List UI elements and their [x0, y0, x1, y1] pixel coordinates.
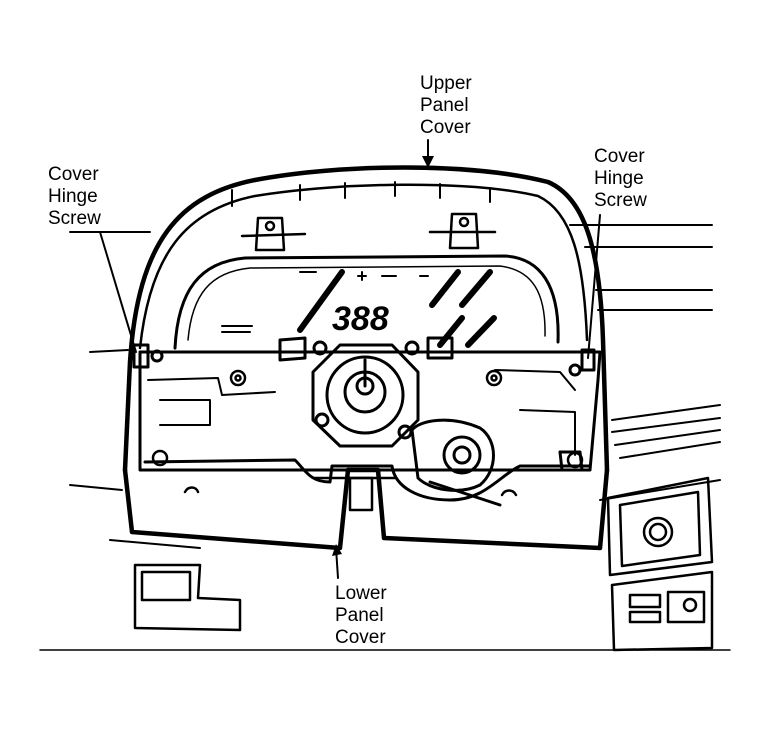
dashboard-background — [69, 224, 721, 549]
label-cover-hinge-screw-left: Cover Hinge Screw — [48, 164, 101, 229]
lower-cover-inner — [143, 458, 592, 502]
lens-inner — [187, 265, 546, 341]
motor-housing — [410, 418, 584, 507]
upper-cover-inner-rim — [138, 183, 589, 350]
mounting-tabs — [240, 212, 497, 252]
lower-panel-cover — [122, 467, 610, 551]
upper-cover-top-edge — [231, 181, 491, 207]
display-indicators — [297, 269, 497, 348]
label-lower-panel-cover: Lower Panel Cover — [335, 583, 387, 648]
radio-unit — [606, 476, 714, 652]
callout-arrowheads — [332, 156, 434, 556]
display-readout: 388 — [332, 300, 389, 338]
label-cover-hinge-screw-right: Cover Hinge Screw — [594, 146, 647, 211]
steering-column — [278, 336, 454, 448]
cluster-lens — [173, 254, 560, 350]
cluster-housing — [138, 350, 602, 472]
display-marks — [221, 271, 429, 333]
label-upper-panel-cover: Upper Panel Cover — [420, 73, 472, 138]
lower-cover-details — [183, 476, 518, 512]
hinge-screws — [132, 343, 596, 377]
cluster-housing-detail — [147, 369, 576, 456]
upper-panel-cover-shell — [122, 165, 610, 473]
lower-left-bracket — [133, 563, 242, 632]
cluster-screws — [151, 369, 584, 469]
